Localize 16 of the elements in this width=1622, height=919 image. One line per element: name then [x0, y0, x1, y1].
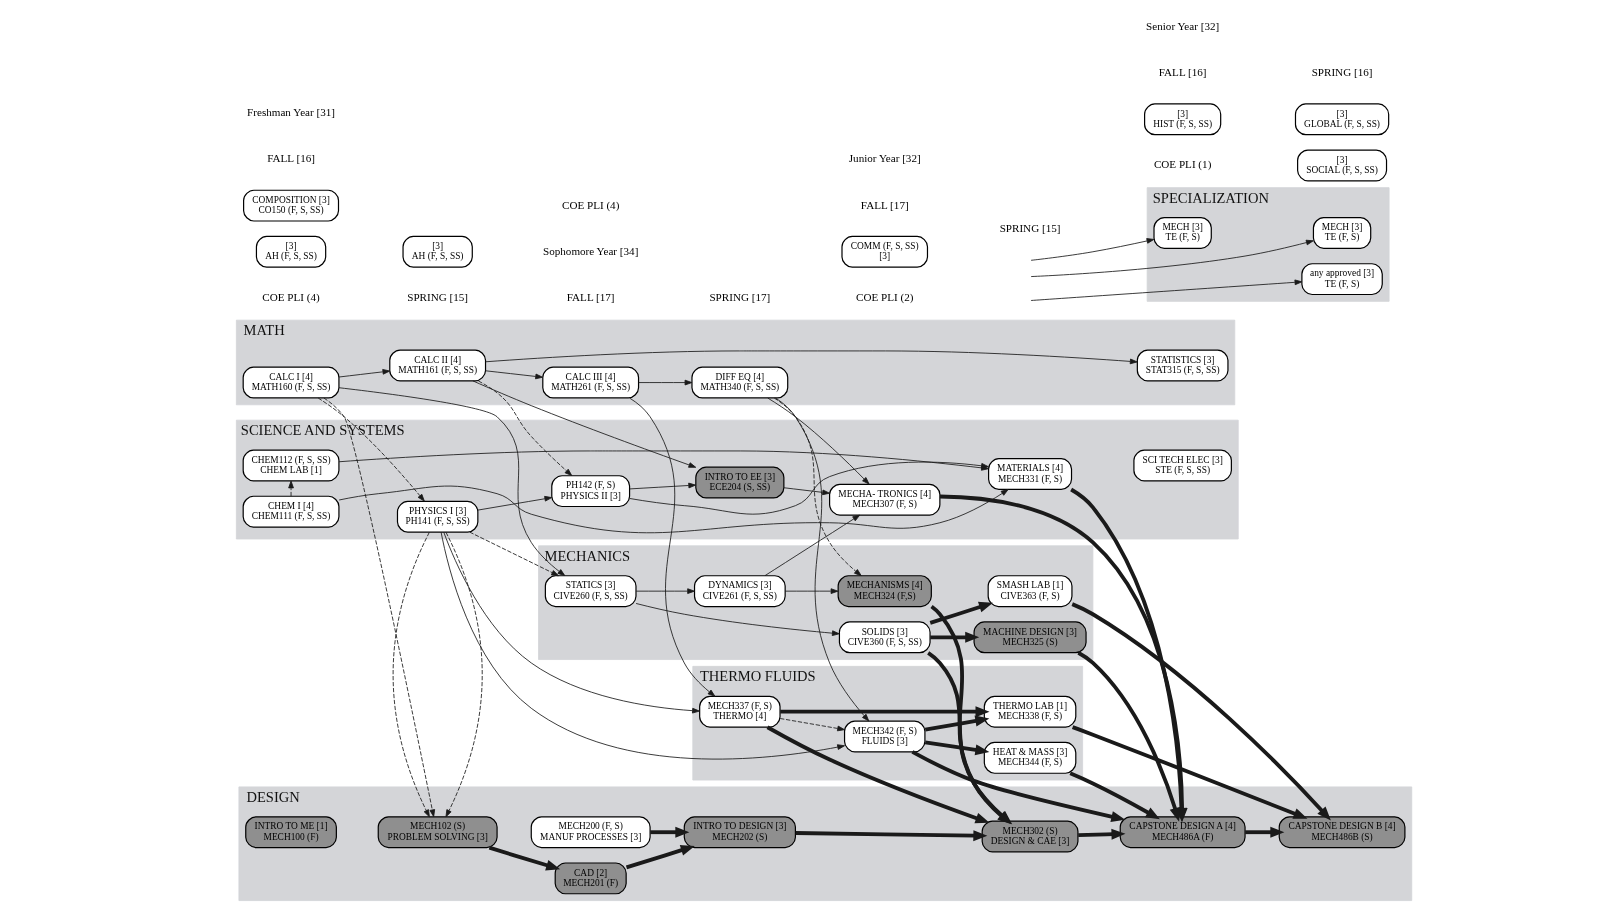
label: Freshman Year [31] [246, 106, 335, 119]
label: COE PLI (4) [561, 198, 619, 211]
label: COE PLI (2) [855, 290, 913, 303]
label: Sophomore Year [34] [542, 244, 638, 257]
label: SPRING [15] [999, 221, 1060, 234]
label: SPRING [16] [1311, 66, 1372, 79]
label: SPRING [15] [406, 290, 468, 303]
label: Senior Year [32] [1145, 19, 1219, 32]
label: FALL [17] [860, 198, 909, 211]
label: FALL [16] [266, 152, 315, 165]
label: COE PLI (4) [261, 290, 320, 303]
label: COE PLI (1) [1153, 158, 1211, 171]
label: FALL [16] [1158, 66, 1207, 79]
label: FALL [17] [566, 290, 615, 303]
label: SPRING [17] [708, 290, 770, 303]
label: Junior Year [32] [848, 152, 921, 165]
